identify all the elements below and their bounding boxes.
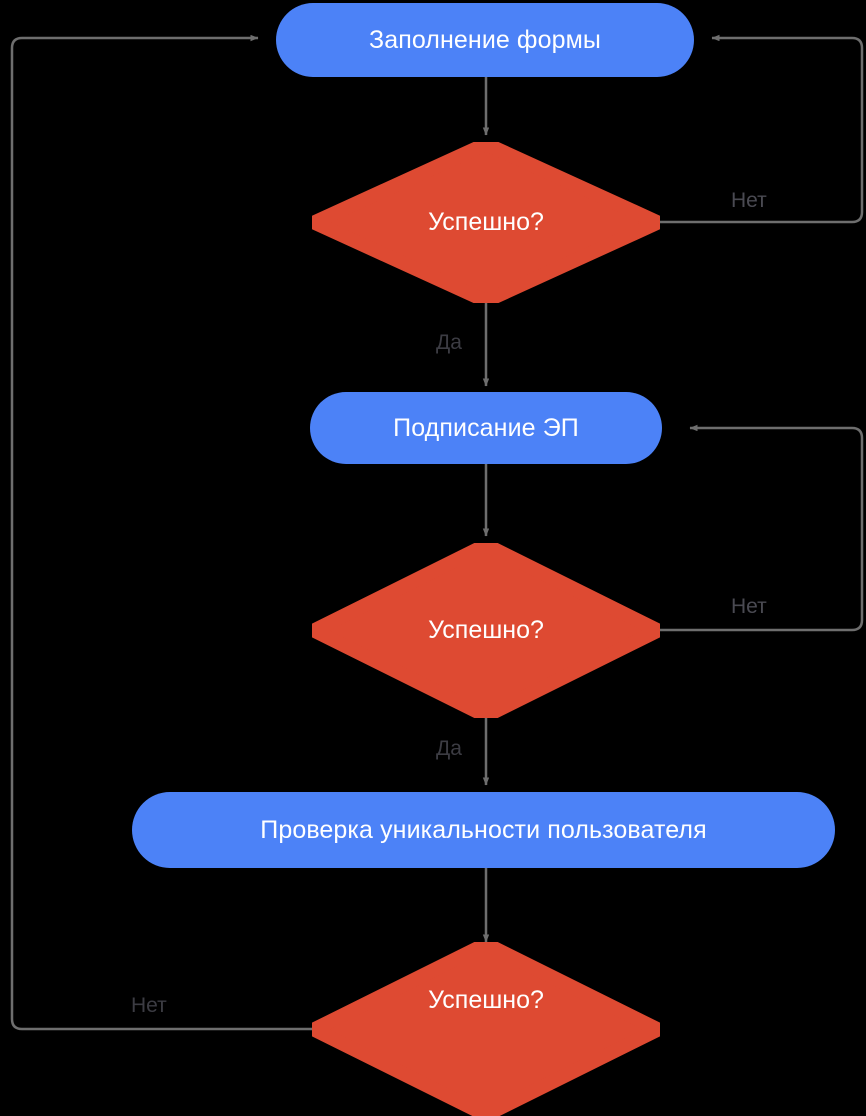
- diamond-shape-check-sign: [312, 543, 660, 718]
- node-check-uniqueness[interactable]: Проверка уникальности пользователя: [132, 792, 835, 868]
- edge-checkform-no-to-fillform: [660, 34, 864, 224]
- edge-label-checkresult-no: Нет: [131, 994, 167, 1017]
- node-check-form-label: Успешно?: [428, 208, 544, 236]
- node-fill-form[interactable]: Заполнение формы: [276, 3, 694, 77]
- node-sign-ep-label: Подписание ЭП: [393, 413, 579, 442]
- edge-label-checkform-no: Нет: [731, 189, 767, 212]
- node-check-sign[interactable]: Успешно?: [312, 543, 660, 718]
- edge-label-checksign-yes: Да: [436, 737, 462, 760]
- edge-checkresult-no-to-fillform: [10, 34, 312, 1031]
- node-check-unique-result-label: Успешно?: [428, 986, 544, 1014]
- node-check-uniqueness-label: Проверка уникальности пользователя: [260, 815, 707, 844]
- edge-checksign-no-to-signep: [660, 424, 864, 632]
- edge-label-checksign-no: Нет: [731, 595, 767, 618]
- node-check-unique-result[interactable]: Успешно?: [312, 942, 660, 1116]
- node-sign-ep[interactable]: Подписание ЭП: [310, 392, 662, 464]
- edge-label-checkform-yes: Да: [436, 331, 462, 354]
- node-check-form[interactable]: Успешно?: [312, 142, 660, 303]
- diamond-shape-check-unique-result: [312, 942, 660, 1116]
- node-check-sign-label: Успешно?: [428, 616, 544, 644]
- diamond-shape-check-form: [312, 142, 660, 303]
- node-fill-form-label: Заполнение формы: [369, 25, 601, 54]
